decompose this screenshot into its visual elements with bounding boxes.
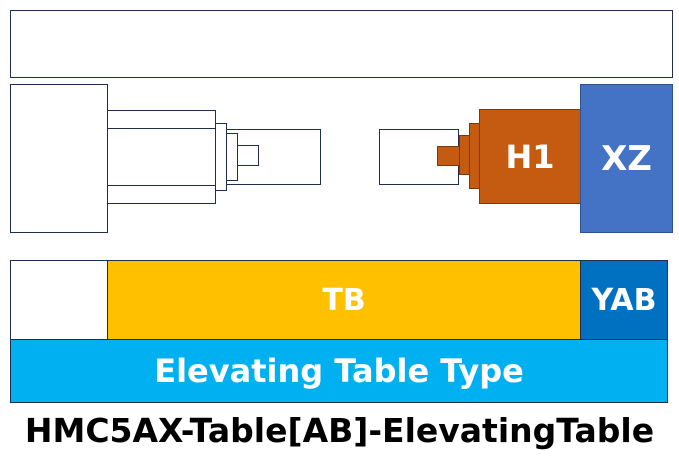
xz-axis-block: XZ <box>580 84 673 233</box>
top-rail-frame <box>10 10 673 78</box>
diagram-caption: HMC5AX-Table[AB]-ElevatingTable <box>24 410 655 450</box>
h1-spindle-head-block: H1 <box>479 109 581 204</box>
yab-axis-block: YAB <box>580 260 668 340</box>
elevating-table-type-band: Elevating Table Type <box>10 339 668 403</box>
left-housing-inner <box>107 128 216 186</box>
right-spindle-tip <box>437 146 460 166</box>
tb-table-block: TB <box>107 260 581 340</box>
left-spindle-tip <box>237 145 259 166</box>
table-left-blank-block <box>10 260 108 340</box>
left-headstock-block <box>10 84 108 233</box>
